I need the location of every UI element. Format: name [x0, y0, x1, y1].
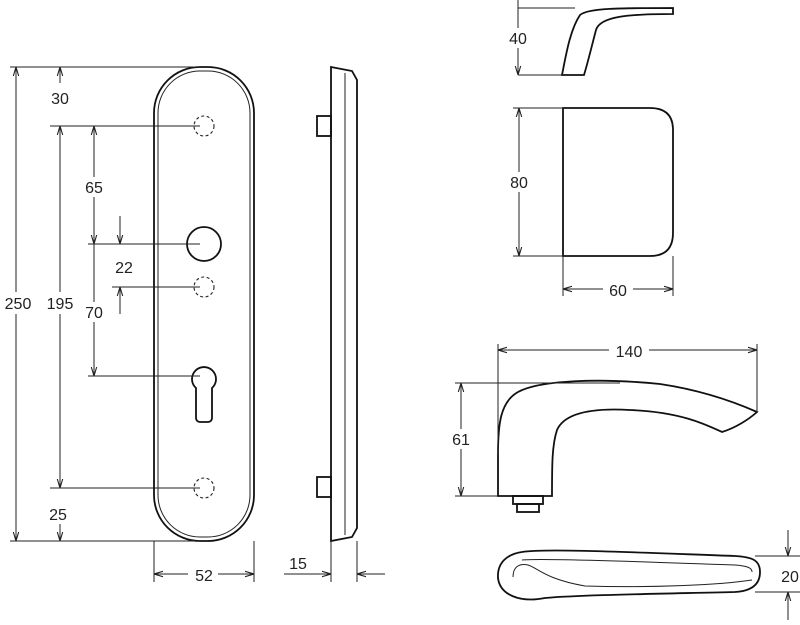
dim-label-40: 40	[509, 31, 527, 48]
dim-label-15: 15	[289, 556, 307, 573]
mounting-hole-bottom	[193, 477, 215, 499]
backplate-side-view	[316, 65, 358, 543]
dim-label-195: 195	[47, 296, 74, 313]
dim-label-60: 60	[609, 283, 627, 300]
dimension-labels-front: 250 30 195 25 65 70 22 52	[2, 91, 218, 585]
dim-label-52: 52	[195, 568, 213, 585]
backplate-outline	[153, 66, 255, 542]
dim-label-80: 80	[510, 175, 528, 192]
dim-label-25: 25	[49, 507, 67, 524]
dim-label-140: 140	[616, 344, 643, 361]
dim-label-22: 22	[115, 260, 133, 277]
mounting-post-bottom	[316, 476, 332, 498]
dim-label-65: 65	[85, 180, 103, 197]
lever-spindle	[516, 503, 540, 513]
dim-label-61: 61	[452, 432, 470, 449]
backplate-front-view	[153, 66, 255, 542]
rose-front-view: 80 60	[505, 107, 674, 300]
lever-top-view: 20	[497, 530, 800, 620]
dimension-side-plate: 15	[284, 541, 385, 582]
dim-label-250: 250	[5, 296, 32, 313]
mounting-hole-middle	[193, 276, 215, 298]
rose-top-view: 40	[504, 0, 674, 76]
rose-top-profile	[560, 7, 674, 76]
dim-label-30: 30	[51, 91, 69, 108]
lever-side-profile	[497, 379, 759, 497]
dim-label-20: 20	[781, 569, 799, 586]
extension-lines-front	[10, 66, 255, 582]
dimension-lines-front	[16, 67, 254, 574]
mounting-hole-top	[193, 115, 215, 137]
mounting-post-top	[316, 115, 332, 137]
lever-top-profile	[497, 549, 761, 601]
lever-spindle-neck	[512, 495, 544, 505]
backplate-inner-edge	[157, 70, 251, 538]
lever-side-view: 140 61	[447, 341, 759, 513]
backplate-side-profile	[330, 65, 358, 543]
dim-label-70: 70	[85, 305, 103, 322]
rose-front-outline	[562, 107, 674, 257]
lever-top-inner	[512, 558, 753, 588]
cylinder-keyhole	[191, 366, 217, 423]
